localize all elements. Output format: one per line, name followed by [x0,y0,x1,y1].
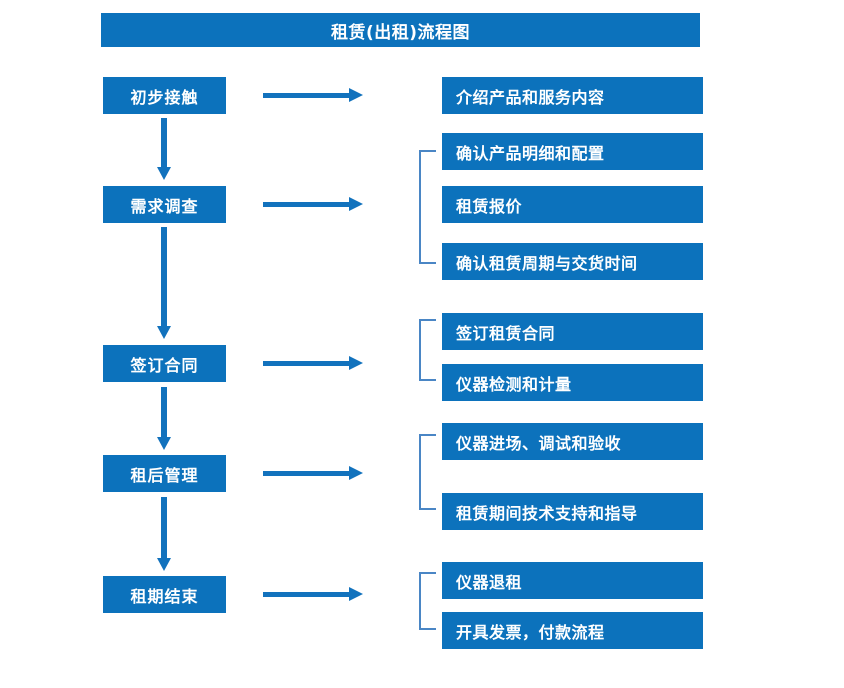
vertical-arrow-1-to-2 [157,118,171,180]
arrow-head [157,167,171,180]
detail-box-1[interactable]: 介绍产品和服务内容 [442,77,703,114]
arrow-head [349,88,363,102]
arrow-head [349,356,363,370]
detail-box-7[interactable]: 仪器进场、调试和验收 [442,423,703,460]
bracket-group-4 [419,434,436,510]
detail-box-8[interactable]: 租赁期间技术支持和指导 [442,493,703,530]
arrow-shaft [263,471,351,476]
horizontal-arrow-5 [263,587,363,601]
arrow-head [157,326,171,339]
bracket-group-3 [419,319,436,381]
vertical-arrow-2-to-3 [157,227,171,339]
arrow-shaft [263,592,351,597]
bracket-group-2 [419,150,436,264]
detail-box-9[interactable]: 仪器退租 [442,562,703,599]
arrow-shaft [263,361,351,366]
detail-box-2[interactable]: 确认产品明细和配置 [442,133,703,170]
detail-box-4[interactable]: 确认租赁周期与交货时间 [442,243,703,280]
stage-box-5[interactable]: 租期结束 [103,576,226,613]
arrow-shaft [161,497,167,558]
arrow-head [157,437,171,450]
arrow-shaft [161,227,167,326]
horizontal-arrow-1 [263,88,363,102]
arrow-shaft [161,118,167,167]
vertical-arrow-3-to-4 [157,387,171,450]
arrow-shaft [263,93,351,98]
arrow-shaft [263,202,351,207]
arrow-head [349,466,363,480]
arrow-head [349,197,363,211]
arrow-head [349,587,363,601]
detail-box-10[interactable]: 开具发票，付款流程 [442,612,703,649]
vertical-arrow-4-to-5 [157,497,171,571]
stage-box-3[interactable]: 签订合同 [103,345,226,382]
detail-box-6[interactable]: 仪器检测和计量 [442,364,703,401]
chart-title: 租赁(出租)流程图 [101,13,700,47]
detail-box-5[interactable]: 签订租赁合同 [442,313,703,350]
stage-box-4[interactable]: 租后管理 [103,455,226,492]
horizontal-arrow-4 [263,466,363,480]
detail-box-3[interactable]: 租赁报价 [442,186,703,223]
arrow-head [157,558,171,571]
stage-box-2[interactable]: 需求调查 [103,186,226,223]
horizontal-arrow-2 [263,197,363,211]
arrow-shaft [161,387,167,437]
horizontal-arrow-3 [263,356,363,370]
stage-box-1[interactable]: 初步接触 [103,77,226,114]
bracket-group-5 [419,572,436,630]
